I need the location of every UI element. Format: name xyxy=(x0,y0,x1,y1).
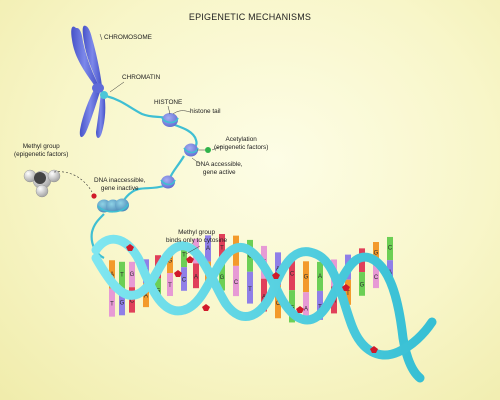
base-pair-bottom xyxy=(373,265,379,289)
base-letter: T xyxy=(220,246,224,252)
base-pair-top xyxy=(129,261,135,288)
acetylation-label-line2: (epigenetic factors) xyxy=(214,143,269,151)
base-letter: A xyxy=(262,294,266,300)
base-letter: A xyxy=(304,307,308,313)
base-letter: A xyxy=(144,294,148,300)
base-pair-top xyxy=(205,235,211,262)
chromatin-label: CHROMATIN xyxy=(122,74,161,81)
dna-strand-2 xyxy=(91,241,437,360)
base-pair-bottom xyxy=(233,265,239,297)
base-pair-bottom xyxy=(129,287,135,313)
base-pair-bottom xyxy=(193,263,199,289)
base-pair-top xyxy=(109,260,115,289)
leader-lines xyxy=(99,33,223,255)
base-letter: G xyxy=(130,272,135,278)
base-letter: G xyxy=(360,282,365,288)
dna-inaccessible-label: DNA inaccessible, gene inactive xyxy=(94,177,146,192)
histone-label: HISTONE xyxy=(154,99,183,106)
base-pair-bottom xyxy=(345,279,351,305)
dna-accessible-label: DNA accessible, gene active xyxy=(196,161,243,176)
base-pair-top xyxy=(289,257,295,291)
dna-double-helix: ATTGGCCAAGGTTCCAATTGGCCTTAACCGGAATTAATTG… xyxy=(91,234,437,383)
base-pair-bottom xyxy=(247,271,253,304)
methyl-mark-icon xyxy=(91,193,97,199)
methyl-group-line2: (epigenetic factors) xyxy=(14,150,69,158)
base-pair-bottom xyxy=(167,272,173,297)
base-letter: C xyxy=(234,280,239,286)
methyl-binds-line1: Methyl group xyxy=(178,229,216,236)
base-letter: C xyxy=(130,298,135,304)
dna-inaccessible-line2: gene inactive xyxy=(100,184,139,192)
base-pair-bottom xyxy=(359,272,365,296)
inactive-histones xyxy=(91,193,129,213)
methyl-binds-label: Methyl group binds only to cytosine xyxy=(166,229,227,244)
dna-accessible-line1: DNA accessible, xyxy=(196,161,243,168)
base-letter: C xyxy=(374,275,379,281)
methyl-group-line1: Methyl group xyxy=(22,143,60,150)
base-letter: A xyxy=(318,274,322,280)
acetylation-label-line1: Acetylation xyxy=(225,136,257,143)
chromosome-label: CHROMOSOME xyxy=(104,34,152,41)
chromosome xyxy=(71,25,106,138)
dna-accessible-line2: gene active xyxy=(202,168,236,176)
base-pair-bottom xyxy=(119,288,125,316)
base-letter: T xyxy=(346,291,350,297)
base-pair-bottom xyxy=(181,267,187,291)
base-pair-bottom xyxy=(261,278,267,312)
base-pair-top xyxy=(167,249,173,273)
base-pair-top xyxy=(373,242,379,266)
methyl-group-molecule xyxy=(23,169,93,198)
methyl-on-cytosine-marks xyxy=(126,244,378,353)
base-pair-bottom xyxy=(143,283,149,308)
base-letter: A xyxy=(194,274,198,280)
base-letter: C xyxy=(290,272,295,278)
base-letter: G xyxy=(374,251,379,257)
base-letter: C xyxy=(182,277,187,283)
active-histone xyxy=(160,175,176,189)
base-letter: T xyxy=(168,283,172,289)
base-letter: A xyxy=(206,246,210,252)
base-letter: A xyxy=(110,272,114,278)
histone-nucleosome xyxy=(161,110,191,127)
base-letter: T xyxy=(120,273,124,279)
base-letter: G xyxy=(304,274,309,280)
base-letter: C xyxy=(388,246,393,252)
base-pair-top xyxy=(387,236,393,261)
base-pair-top xyxy=(219,234,225,263)
methyl-binds-line2: binds only to cytosine xyxy=(166,236,228,244)
acetylated-histone xyxy=(183,143,211,157)
base-pair-bottom xyxy=(275,285,281,319)
base-pair-bottom xyxy=(317,290,323,320)
acetyl-group-icon xyxy=(205,147,211,153)
base-pair-top xyxy=(317,261,323,291)
base-letter: T xyxy=(248,287,252,293)
base-pair-top xyxy=(303,261,309,293)
histone-tail-label: histone tail xyxy=(190,108,221,115)
base-pair-bottom xyxy=(109,288,115,317)
base-letter: G xyxy=(168,259,173,265)
base-letter: G xyxy=(120,301,125,307)
acetylation-label: Acetylation (epigenetic factors) xyxy=(214,136,268,151)
dna-strand-1 xyxy=(91,234,425,383)
dna-inaccessible-line1: DNA inaccessible, xyxy=(94,177,146,184)
base-letter: T xyxy=(110,301,114,307)
base-pair-top xyxy=(119,261,125,289)
diagram-title: EPIGENETIC MECHANISMS xyxy=(188,12,312,22)
base-letter: G xyxy=(220,275,225,281)
base-letter: C xyxy=(276,301,281,307)
base-pair-top xyxy=(181,243,187,268)
base-letter: T xyxy=(182,253,186,259)
base-letter: T xyxy=(318,304,322,310)
base-pair-bottom xyxy=(219,262,225,291)
base-pair-bottom xyxy=(303,292,309,324)
methyl-group-label: Methyl group (epigenetic factors) xyxy=(14,143,68,158)
